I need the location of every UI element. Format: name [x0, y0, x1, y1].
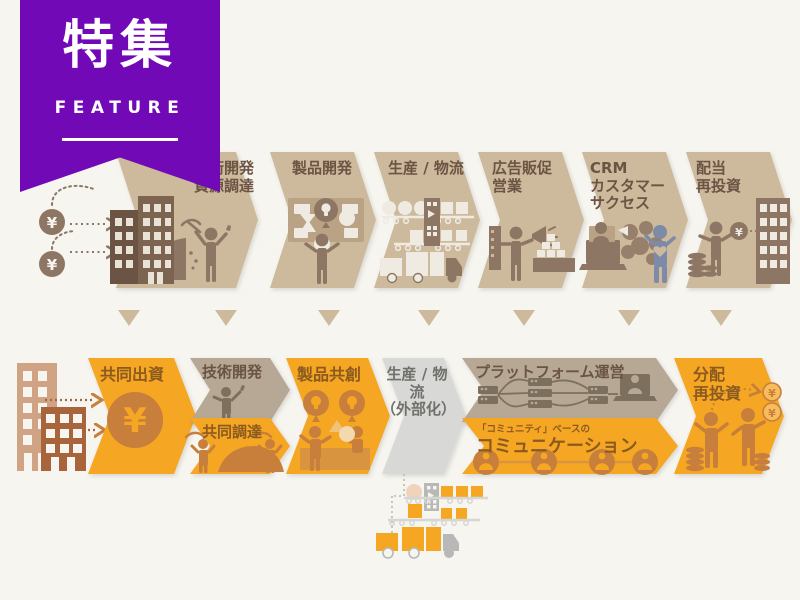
- top-stage-marketing: [478, 152, 584, 288]
- bottom-stage-distribution: ¥ ¥: [674, 358, 784, 474]
- bottom-stage-co-creation: [286, 358, 390, 474]
- feature-banner: 特集 FEATURE: [20, 0, 220, 192]
- svg-text:¥: ¥: [735, 226, 743, 239]
- transition-arrows: [118, 310, 732, 326]
- bottom-stage-platform-ops: [462, 358, 678, 422]
- bottom-stage-co-procurement: [184, 418, 290, 474]
- svg-text:¥: ¥: [47, 214, 58, 232]
- top-source-building: [110, 196, 174, 284]
- bottom-stage-tech-dev: [190, 358, 290, 422]
- external-logistics-icon: [376, 474, 488, 559]
- top-row-chevrons: ¥: [110, 152, 792, 288]
- top-stage-production: [374, 152, 480, 288]
- svg-text:¥: ¥: [47, 256, 58, 274]
- feature-banner-kanji: 特集: [61, 16, 178, 76]
- bottom-source-buildings: [17, 363, 96, 471]
- svg-text:¥: ¥: [768, 407, 776, 420]
- designer-figure: [304, 233, 340, 284]
- top-stage-product-dev: [270, 152, 376, 288]
- svg-text:¥: ¥: [768, 387, 776, 400]
- svg-text:¥: ¥: [123, 401, 147, 441]
- bottom-stage-communication: [462, 418, 678, 475]
- bottom-stage-production-out: [382, 358, 466, 474]
- orange-delivery-truck: [376, 527, 459, 559]
- delivery-truck: [380, 252, 462, 284]
- top-stage-dividend: ¥: [686, 152, 792, 288]
- bottom-row-chevrons: ¥: [88, 358, 784, 559]
- bottom-stage-co-investment: ¥: [88, 358, 196, 474]
- feature-banner-latin: FEATURE: [54, 98, 186, 118]
- top-source-coins: ¥ ¥: [39, 184, 108, 277]
- feature-banner-rule: [62, 138, 178, 141]
- top-stage-crm: [579, 152, 688, 288]
